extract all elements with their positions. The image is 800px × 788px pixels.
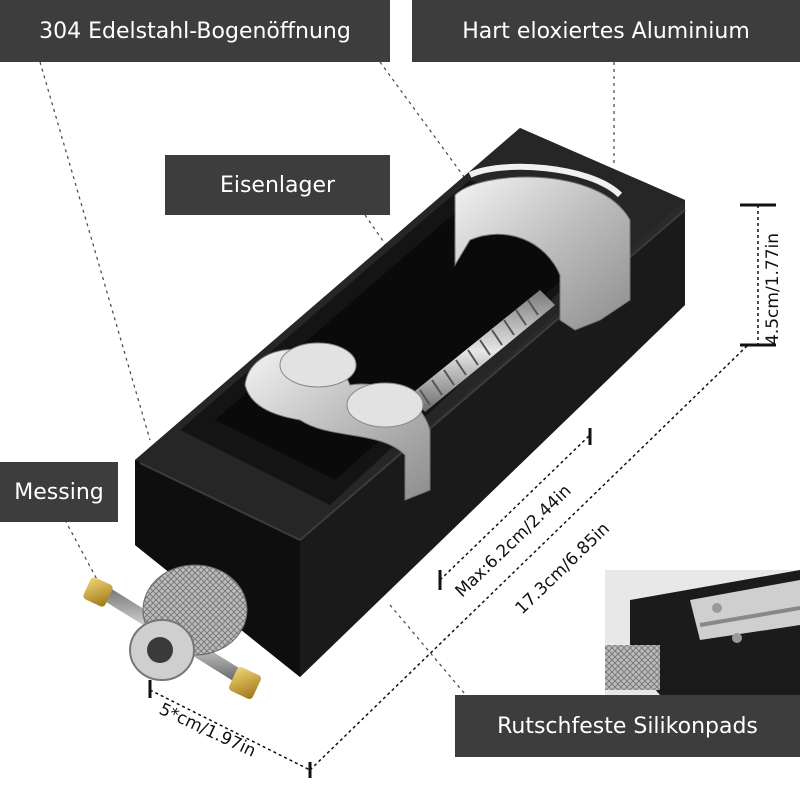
- dim-height: 4.5cm/1.77in: [763, 233, 783, 345]
- rear-jaw: [454, 163, 631, 331]
- label-iron-bearing: Eisenlager: [165, 155, 390, 215]
- inset-photo: [605, 570, 800, 695]
- label-silicone-pads: Rutschfeste Silikonpads: [455, 695, 800, 757]
- threaded-screw: [410, 290, 555, 412]
- knob-handle: [83, 564, 261, 699]
- label-brass: Messing: [0, 462, 118, 522]
- label-anodized: Hart eloxiertes Aluminium: [412, 0, 800, 62]
- label-bow-opening: 304 Edelstahl-Bogenöffnung: [0, 0, 390, 62]
- dim-width: 5*cm/1.97in: [156, 699, 259, 761]
- front-jaw: [244, 342, 431, 501]
